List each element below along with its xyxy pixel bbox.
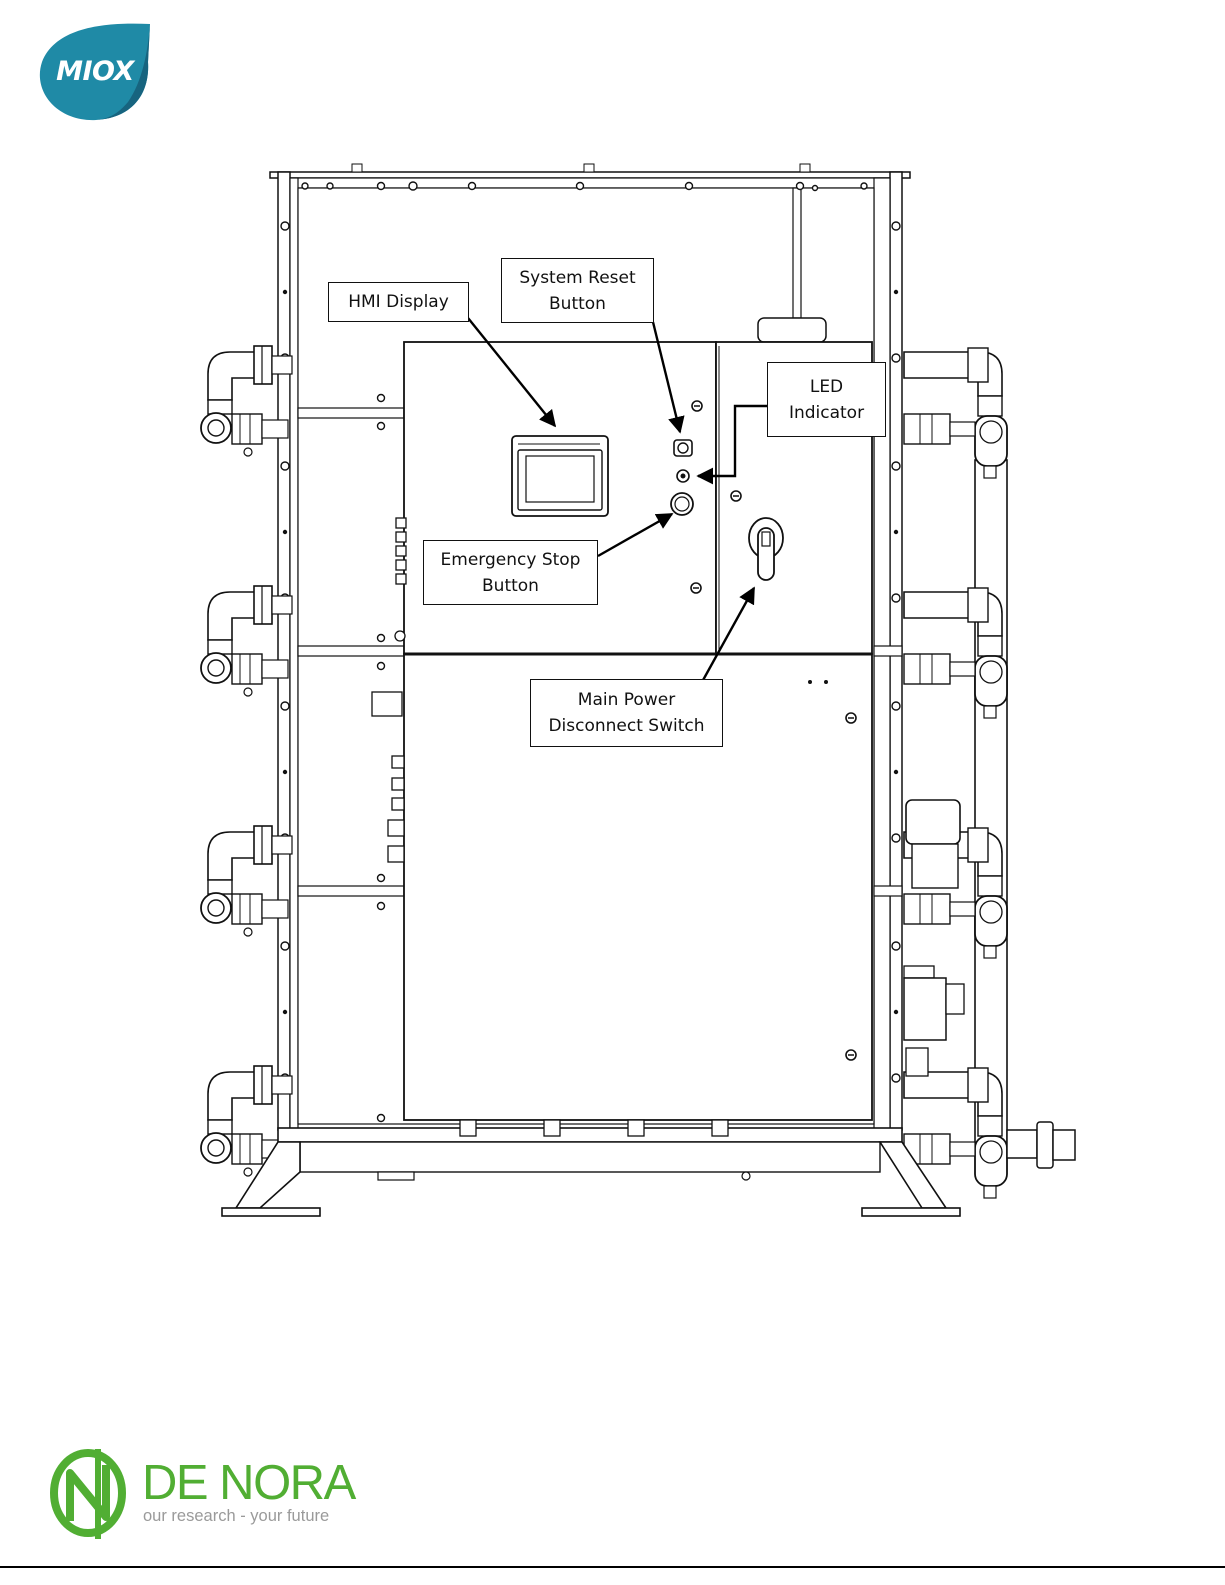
callout-main-power-line1: Main Power (578, 687, 675, 713)
callout-system-reset: System Reset Button (501, 258, 654, 323)
de-nora-logo: DE NORA our research - your future (50, 1447, 350, 1542)
callout-main-power: Main Power Disconnect Switch (530, 679, 723, 747)
de-nora-tagline: our research - your future (143, 1507, 329, 1526)
de-nora-brand-name: DE NORA (142, 1455, 355, 1511)
de-nora-emblem-icon (50, 1447, 140, 1542)
callout-hmi-display: HMI Display (328, 282, 469, 322)
callout-hmi-display-text: HMI Display (348, 289, 449, 315)
callout-system-reset-line2: Button (549, 291, 606, 317)
callout-emergency-stop-line1: Emergency Stop (441, 547, 581, 573)
callout-led-indicator: LED Indicator (767, 362, 886, 437)
callout-led-indicator-line2: Indicator (789, 400, 864, 426)
callout-main-power-line2: Disconnect Switch (548, 713, 704, 739)
callout-system-reset-line1: System Reset (519, 265, 635, 291)
callout-led-indicator-line1: LED (810, 374, 843, 400)
callout-emergency-stop-line2: Button (482, 573, 539, 599)
page-bottom-rule (0, 1566, 1225, 1568)
callout-emergency-stop: Emergency Stop Button (423, 540, 598, 605)
